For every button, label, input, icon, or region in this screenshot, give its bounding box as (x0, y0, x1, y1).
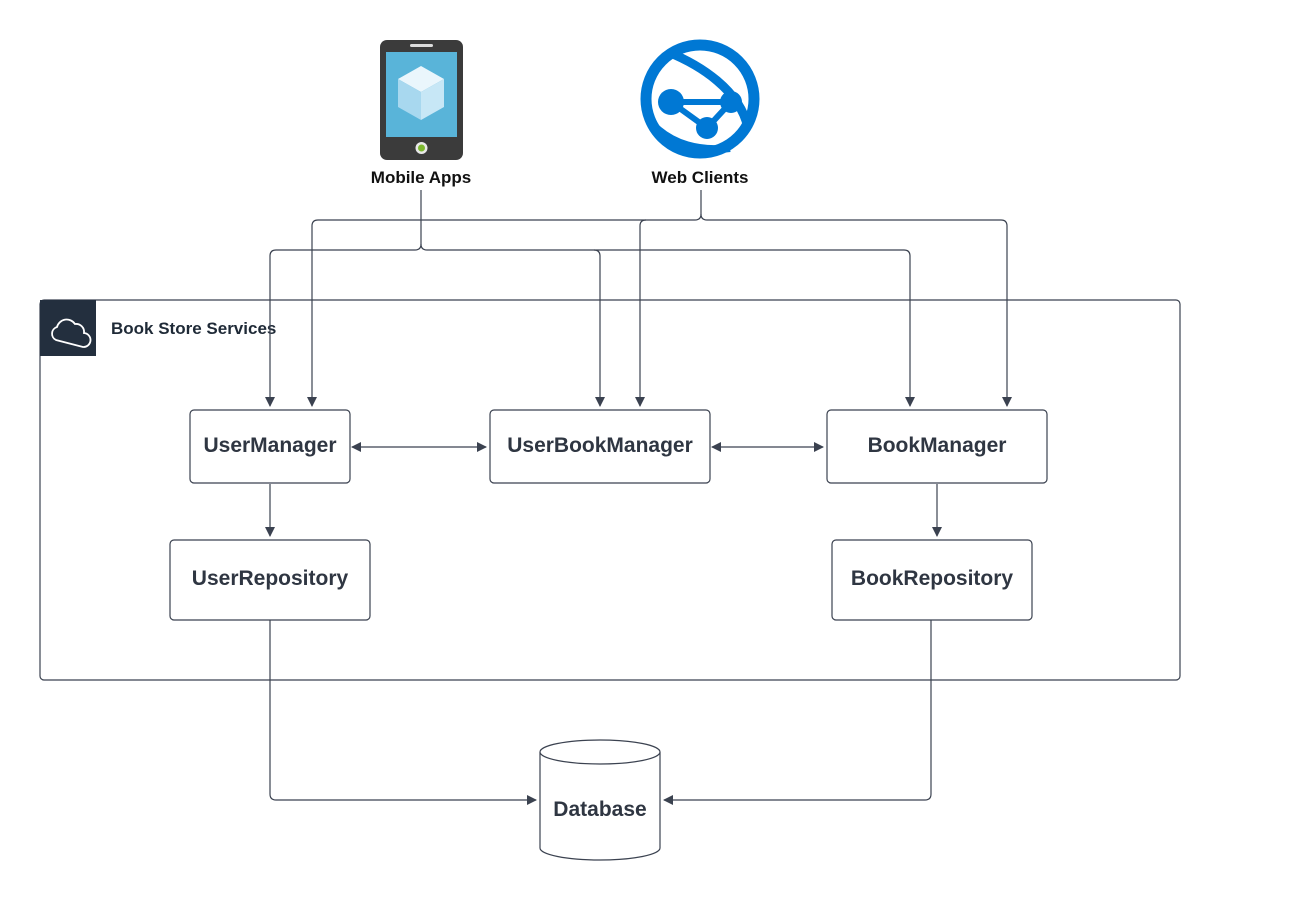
book-manager-label: BookManager (868, 434, 1007, 457)
group-label: Book Store Services (111, 319, 276, 338)
edge-web-to-user-manager (307, 213, 702, 407)
globe-network-icon (640, 39, 760, 159)
book-manager-node[interactable]: BookManager (826, 409, 1048, 484)
database-node[interactable]: Database (539, 739, 661, 861)
edge-user-repository-to-database (269, 620, 537, 805)
web-clients-label: Web Clients (652, 168, 749, 187)
user-repository-node[interactable]: UserRepository (169, 539, 371, 621)
book-store-services-group: Book Store Services (39, 299, 1181, 681)
user-book-manager-node[interactable]: UserBookManager (489, 409, 711, 484)
edge-mobile-to-user-manager (265, 243, 422, 407)
cloud-icon (40, 300, 96, 356)
group-border (39, 299, 1181, 681)
mobile-apps-client[interactable]: Mobile Apps (371, 40, 471, 187)
edge-book-repository-to-database (663, 620, 932, 805)
mobile-apps-label: Mobile Apps (371, 168, 471, 187)
web-clients-client[interactable]: Web Clients (640, 39, 760, 187)
user-book-manager-label: UserBookManager (507, 434, 693, 457)
mobile-phone-icon (380, 40, 463, 160)
book-repository-label: BookRepository (851, 567, 1014, 590)
edge-web-to-book-manager (700, 190, 1012, 407)
client-edges (265, 190, 1012, 407)
database-label: Database (553, 798, 646, 821)
edge-mobile-to-book-manager (420, 190, 915, 407)
edge-web-to-user-book-manager (635, 219, 647, 407)
edge-mobile-to-user-book-manager (593, 249, 605, 407)
database-cylinder-body (539, 752, 661, 861)
database-cylinder-top (539, 739, 661, 765)
user-manager-node[interactable]: UserManager (189, 409, 351, 484)
book-repository-node[interactable]: BookRepository (831, 539, 1033, 621)
user-repository-label: UserRepository (192, 567, 349, 590)
internal-edges (265, 442, 942, 805)
user-manager-label: UserManager (203, 434, 336, 457)
